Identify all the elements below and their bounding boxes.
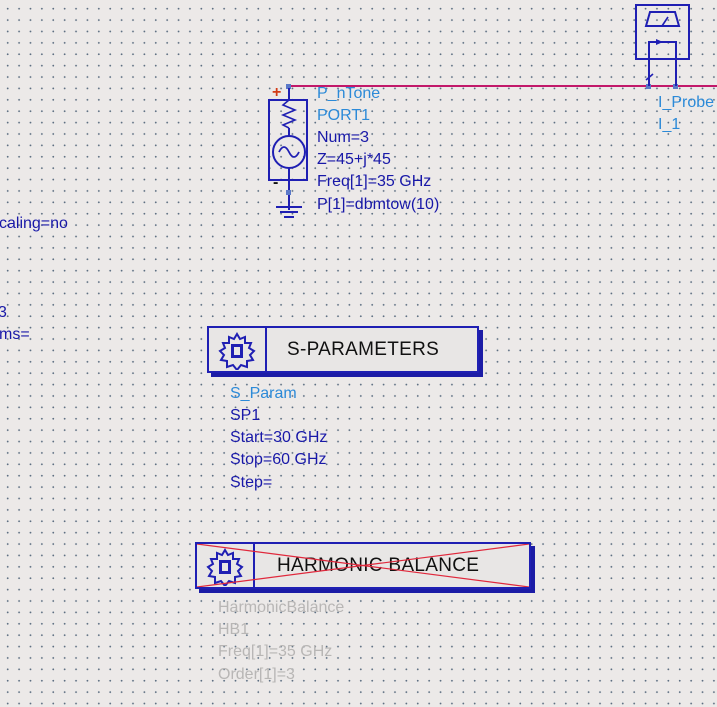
hb-param-freq: Freq[1]=35 GHz bbox=[218, 643, 333, 660]
param-start: Start=30 GHz bbox=[230, 429, 328, 446]
hb-controller[interactable]: HARMONIC BALANCE bbox=[195, 542, 531, 589]
minus-terminal-mark: - bbox=[273, 174, 279, 191]
hb-param-order: Order[1]=3 bbox=[218, 666, 295, 683]
param-num: Num=3 bbox=[317, 129, 370, 146]
probe-instance-name: I_1 bbox=[658, 116, 681, 133]
sparam-instance-name: SP1 bbox=[230, 407, 261, 424]
simulation-gear-icon bbox=[209, 328, 267, 371]
simulation-gear-icon bbox=[197, 544, 255, 587]
probe-type-label: I_Probe bbox=[658, 94, 715, 111]
hb-instance-name: HB1 bbox=[218, 621, 250, 638]
sparam-controller[interactable]: S-PARAMETERS bbox=[207, 326, 479, 373]
left-param-ms: ms= bbox=[0, 326, 30, 343]
deactivated-cross bbox=[197, 544, 529, 587]
sparam-type-label: S_Param bbox=[230, 385, 297, 402]
hb-type-label: HarmonicBalance bbox=[218, 599, 345, 616]
current-probe-icon[interactable] bbox=[635, 4, 690, 86]
sparam-title: S-PARAMETERS bbox=[287, 338, 440, 360]
left-param-scaling: caling=no bbox=[0, 215, 68, 232]
param-step: Step= bbox=[230, 474, 273, 491]
ground-icon bbox=[276, 206, 302, 218]
param-power: P[1]=dbmtow(10) bbox=[317, 196, 440, 213]
param-freq: Freq[1]=35 GHz bbox=[317, 173, 432, 190]
component-type-label: P_nTone bbox=[317, 85, 381, 102]
plus-terminal-mark: + bbox=[272, 84, 282, 101]
left-param-value: 3 bbox=[0, 304, 7, 321]
param-stop: Stop=60 GHz bbox=[230, 451, 327, 468]
port-source-icon[interactable] bbox=[268, 88, 308, 210]
component-instance-name: PORT1 bbox=[317, 107, 371, 124]
param-impedance: Z=45+j*45 bbox=[317, 151, 391, 168]
